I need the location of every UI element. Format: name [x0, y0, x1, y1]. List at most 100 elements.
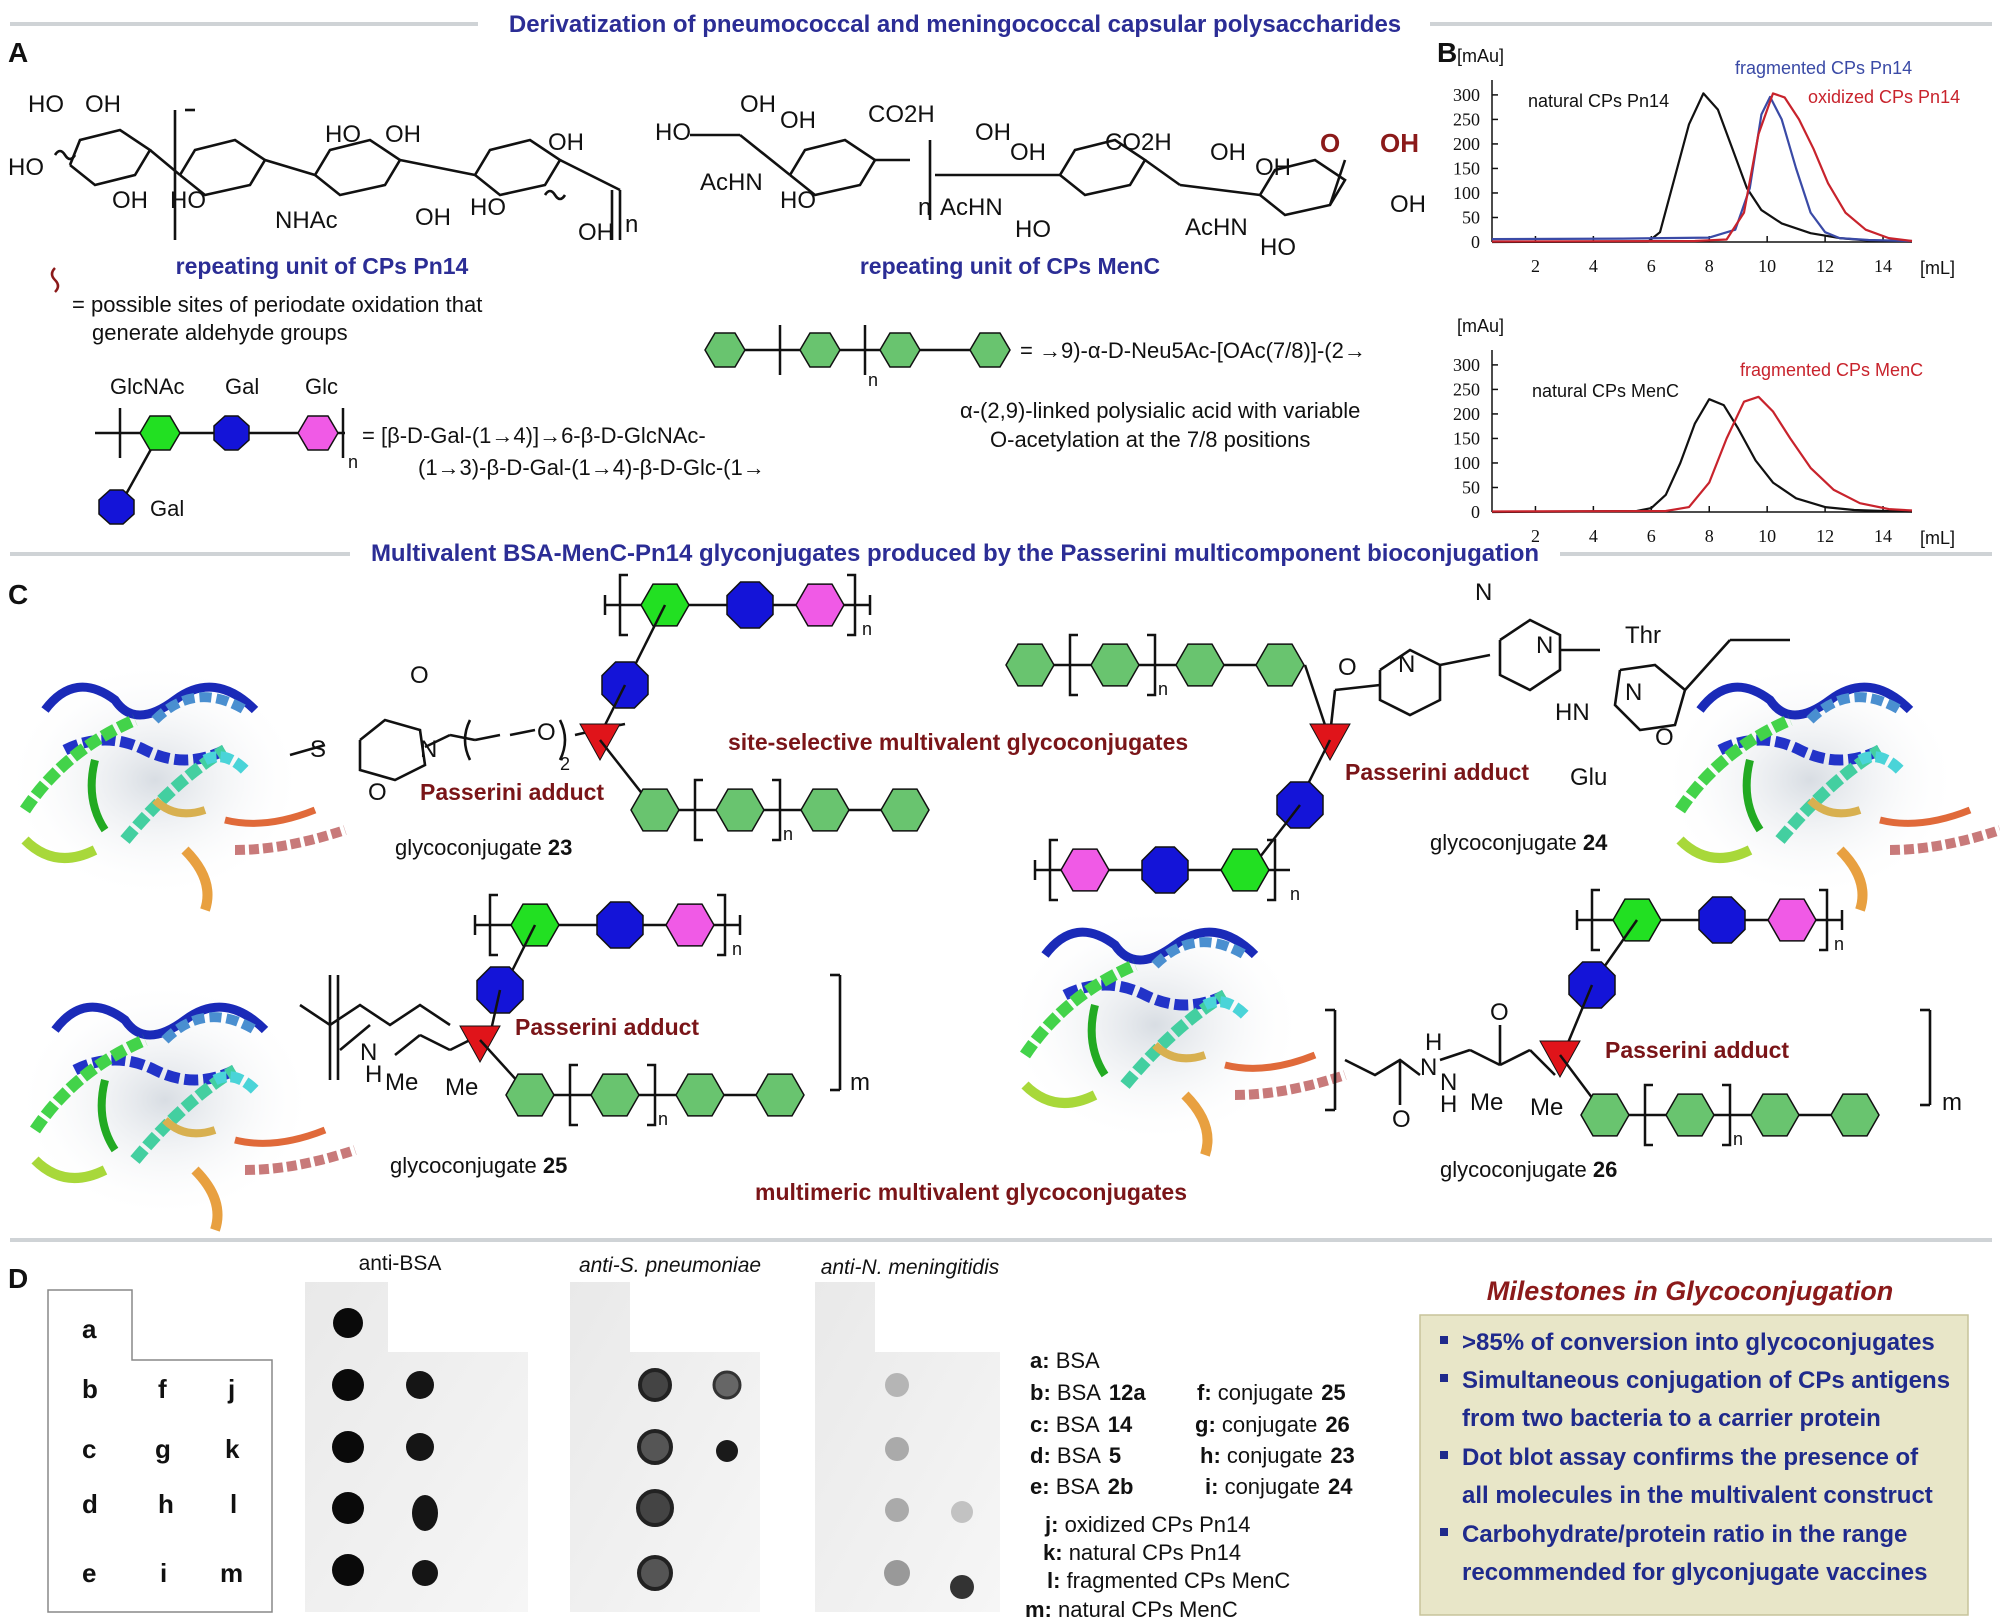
- legend-compound-number: 12a: [1109, 1380, 1146, 1405]
- passerini-triangle-icon: [1539, 1040, 1581, 1079]
- svg-text:HO: HO: [655, 119, 691, 146]
- blot-dot: [332, 1369, 364, 1401]
- legend-key: f:: [1197, 1380, 1218, 1405]
- svg-text:recommended for glyconjugate v: recommended for glyconjugate vaccines: [1462, 1559, 1927, 1586]
- svg-text:Glc: Glc: [305, 374, 338, 399]
- svg-text:OH: OH: [740, 91, 776, 118]
- svg-text:n: n: [1158, 679, 1168, 699]
- passerini-label-26: Passerini adduct: [1605, 1037, 1789, 1063]
- svg-text:glycoconjugate 25: glycoconjugate 25: [390, 1153, 567, 1178]
- hexagon-sugar-icon: [1580, 1093, 1630, 1137]
- svg-text:n: n: [1733, 1129, 1743, 1149]
- atoms-24: O N N N Thr HN N O Glu: [1338, 579, 1674, 791]
- hexagon-sugar-icon: [1005, 643, 1055, 687]
- svg-text:HO: HO: [28, 91, 64, 118]
- legend-key: d:: [1030, 1443, 1057, 1468]
- x-tick-label: 6: [1647, 526, 1656, 546]
- svg-text:n: n: [862, 619, 872, 639]
- svg-text:n: n: [732, 939, 742, 959]
- menc-desc-2: O-acetylation at the 7/8 positions: [990, 427, 1310, 452]
- legend-text: BSA: [1056, 1474, 1100, 1499]
- legend-text: natural CPs MenC: [1058, 1597, 1238, 1622]
- legend-compound-number: 26: [1325, 1412, 1349, 1437]
- hexagon-sugar-icon: [1665, 1093, 1715, 1137]
- hexagon-sugar-icon: [1830, 1093, 1880, 1137]
- svg-text:a: a: [82, 1314, 97, 1344]
- svg-text:i: i: [160, 1558, 167, 1588]
- panel-label-a: A: [8, 37, 28, 68]
- y-tick-label: 300: [1453, 85, 1480, 105]
- panel-label-b: B: [1437, 37, 1457, 68]
- blot-dot: [332, 1492, 364, 1524]
- svg-text:HO: HO: [1260, 234, 1296, 261]
- svg-text:HO: HO: [780, 187, 816, 214]
- svg-text:OH: OH: [1380, 128, 1419, 158]
- series-line: [1491, 92, 1913, 243]
- linker-26: [1325, 1008, 1932, 1112]
- site-selective-label: site-selective multivalent glycoconjugat…: [728, 729, 1188, 755]
- svg-text:Carbohydrate/protein ratio in: Carbohydrate/protein ratio in the range: [1462, 1521, 1907, 1548]
- legend-text: natural CPs Pn14: [1069, 1540, 1241, 1565]
- hexagon-sugar-icon: [1767, 898, 1817, 942]
- hexagon-sugar-icon: [880, 788, 930, 832]
- menc-caption: repeating unit of CPs MenC: [860, 253, 1160, 279]
- legend-item: e: BSA 2b: [1030, 1474, 1133, 1499]
- y-tick-label: 100: [1453, 453, 1480, 473]
- svg-text:HO: HO: [8, 154, 44, 181]
- pn14-structure: [53, 108, 622, 240]
- pn14-caption: repeating unit of CPs Pn14: [176, 253, 469, 279]
- menc-structure: [690, 133, 1347, 220]
- svg-text:h: h: [158, 1489, 174, 1519]
- svg-text:m: m: [850, 1069, 870, 1096]
- series-line: [1491, 398, 1913, 514]
- hexagon-sugar-icon: [795, 583, 845, 627]
- svg-text:Me: Me: [1530, 1094, 1563, 1121]
- svg-text:glycoconjugate 26: glycoconjugate 26: [1440, 1157, 1617, 1182]
- svg-text:OH: OH: [1210, 139, 1246, 166]
- blot-dot: [716, 1440, 738, 1462]
- svg-text:glycoconjugate 24: glycoconjugate 24: [1430, 830, 1608, 855]
- hexagon-sugar-icon: [755, 1073, 805, 1117]
- svg-text:n: n: [783, 824, 793, 844]
- y-tick-label: 0: [1471, 232, 1480, 252]
- svg-text:glycoconjugate 23: glycoconjugate 23: [395, 835, 572, 860]
- y-unit-label: [mAu]: [1457, 316, 1504, 336]
- svg-text:OH: OH: [578, 219, 614, 246]
- blot-dot: [412, 1495, 438, 1531]
- menc-desc-1: α-(2,9)-linked polysialic acid with vari…: [960, 398, 1360, 423]
- blot-dot: [406, 1371, 434, 1399]
- separator-lines: [10, 22, 1992, 1242]
- pn14-formula-2: (1→3)-β-D-Gal-(1→4)-β-D-Glc-(1→: [418, 455, 765, 480]
- legend-text: fragmented CPs MenC: [1067, 1568, 1291, 1593]
- milestones-title: Milestones in Glycoconjugation: [1487, 1276, 1894, 1306]
- bsa-protein-23: [5, 660, 345, 910]
- blot-title-pneumoniae: anti-S. pneumoniae: [579, 1254, 761, 1277]
- blot-dot: [712, 1370, 742, 1400]
- svg-text:S: S: [310, 736, 326, 763]
- svg-text:OH: OH: [1255, 154, 1291, 181]
- svg-text:Dot blot assay confirms the pr: Dot blot assay confirms the presence of: [1462, 1444, 1919, 1471]
- x-tick-label: 2: [1531, 256, 1540, 276]
- passerini-label-25: Passerini adduct: [515, 1014, 699, 1040]
- blot-membrane-pneumoniae: [570, 1282, 760, 1612]
- y-unit-label: [mAu]: [1457, 46, 1504, 66]
- svg-text:Gal: Gal: [150, 496, 184, 521]
- legend-text: BSA: [1056, 1412, 1100, 1437]
- series-label: fragmented CPs MenC: [1740, 360, 1923, 380]
- linker-25: [299, 973, 842, 1092]
- svg-text:H: H: [1425, 1029, 1442, 1056]
- legend-key: e:: [1030, 1474, 1056, 1499]
- legend-text: BSA: [1056, 1348, 1100, 1373]
- svg-text:O: O: [1490, 999, 1509, 1026]
- svg-text:Me: Me: [445, 1074, 478, 1101]
- blot-membrane-bsa: [305, 1282, 528, 1612]
- legend-compound-number: 2b: [1108, 1474, 1134, 1499]
- blot-dot: [406, 1433, 434, 1461]
- legend-text: conjugate: [1227, 1443, 1322, 1468]
- svg-text:g: g: [155, 1434, 171, 1464]
- svg-text:2: 2: [560, 754, 570, 774]
- svg-text:OH: OH: [85, 91, 121, 118]
- bullet-icon: [1440, 1374, 1448, 1382]
